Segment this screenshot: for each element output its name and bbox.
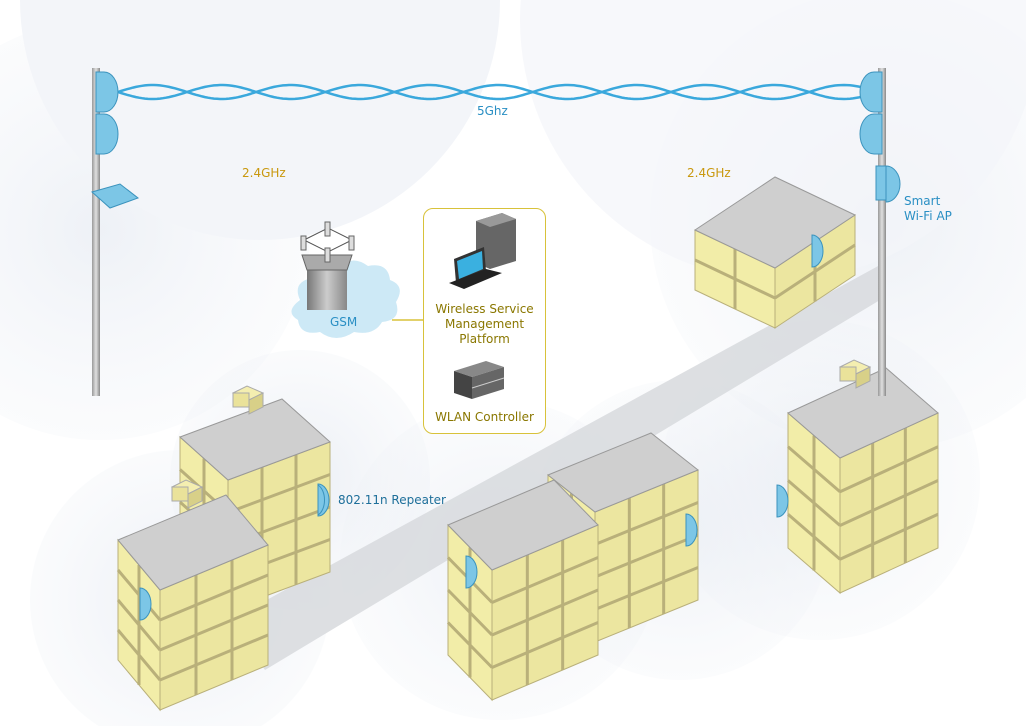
building-icon [776,359,939,595]
repeater-label: 802.11n Repeater [338,493,446,507]
server-rack-icon [454,361,505,399]
repeater-icon [317,484,326,516]
repeater-icon [776,484,789,518]
smart-ap-label-line2: Wi-Fi AP [904,209,952,223]
building-icon [446,479,599,702]
building-icon [116,479,269,712]
repeater-icon [685,513,698,547]
5ghz-link-wave [117,83,863,101]
platform-label-line2: Management [444,317,525,331]
platform-label-line1: Wireless Service [435,302,534,316]
antenna-panel-icon [90,71,901,209]
wave-strand [117,83,863,101]
computer-workstation-icon [449,213,516,289]
left-pole [92,68,100,396]
gsm-label: GSM [330,315,358,329]
road [230,265,880,670]
right-pole [878,68,886,396]
gsm-tower-icon [300,221,355,310]
smart-ap-label-line1: Smart [904,194,941,208]
band-24ghz-left-label: 2.4GHz [242,166,286,180]
building-icon [693,176,857,329]
repeater-icon [811,234,824,268]
band-24ghz-right-label: 2.4GHz [687,166,731,180]
platform-label-line3: Platform [459,332,510,346]
platform-icons [449,213,516,399]
wlan-controller-label: WLAN Controller [435,410,534,424]
repeater-icon [465,555,478,589]
platform-group-box [423,208,546,434]
repeater-icon [139,587,152,621]
band-5ghz-label: 5Ghz [477,104,508,118]
